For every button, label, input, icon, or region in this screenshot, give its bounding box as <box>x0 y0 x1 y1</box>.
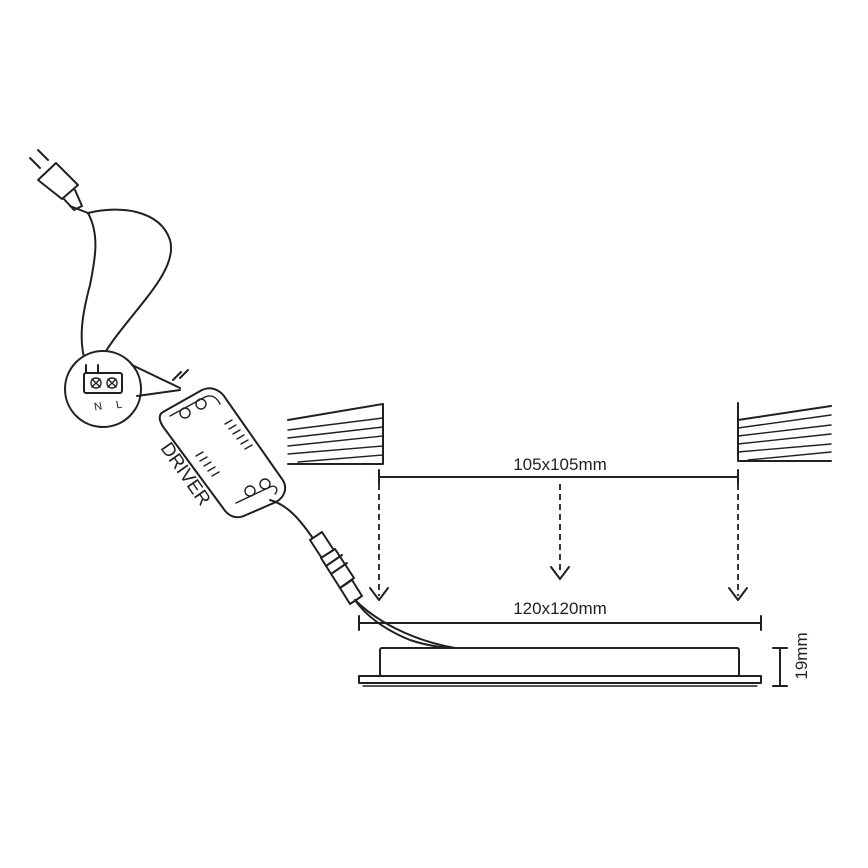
terminal-block-detail: N L <box>64 350 181 428</box>
panel-height-label: 19mm <box>792 632 811 679</box>
panel-width-dimension: 120x120mm <box>358 599 762 631</box>
insertion-arrows <box>369 484 748 601</box>
cutout-size-label: 105x105mm <box>513 455 607 474</box>
ceiling-section-left <box>287 403 384 465</box>
ceiling-section-right <box>737 402 832 462</box>
led-driver-box: DRIVER <box>156 369 287 519</box>
neutral-terminal-label: N <box>93 400 103 413</box>
panel-size-label: 120x120mm <box>513 599 607 618</box>
panel-height-dimension: 19mm <box>772 632 811 687</box>
power-plug-icon <box>29 149 89 214</box>
dc-cable <box>269 499 456 649</box>
mains-cable <box>80 208 173 366</box>
cutout-dimension: 105x105mm <box>378 455 739 485</box>
led-panel <box>358 647 762 687</box>
live-terminal-label: L <box>115 399 123 412</box>
